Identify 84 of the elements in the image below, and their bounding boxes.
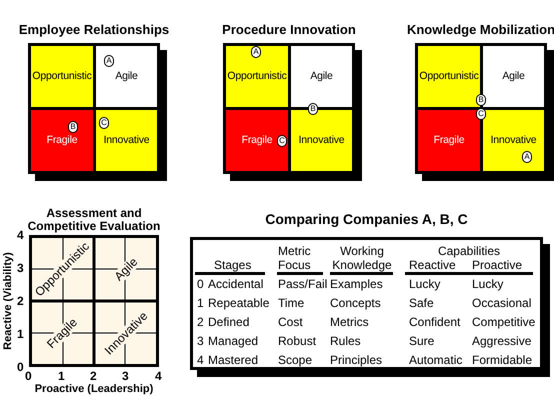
- label: 4: [197, 353, 204, 367]
- quadrant-label: Innovative: [104, 132, 150, 148]
- quadrant-label: Fragile: [46, 132, 78, 148]
- label: Lucky: [409, 277, 440, 291]
- label: Reactive: [409, 258, 457, 272]
- label: 3: [122, 369, 129, 383]
- label: Pass/Fail: [278, 277, 328, 291]
- label: Accidental: [208, 277, 264, 291]
- label: Rules: [330, 334, 361, 348]
- label: 0: [17, 360, 24, 374]
- label: Competitive: [472, 315, 536, 329]
- label: Sure: [409, 334, 434, 348]
- label: Scope: [278, 353, 312, 367]
- label: Repeatable: [208, 296, 270, 310]
- label: 1: [17, 327, 24, 341]
- chart-title: Assessment and Competitive Evaluation: [26, 207, 162, 233]
- quadrant-cell: [483, 110, 544, 171]
- label: Aggressive: [472, 334, 532, 348]
- label: Safe: [409, 296, 434, 310]
- quadrant-label: Opportunistic: [227, 68, 287, 84]
- label: 2: [197, 315, 204, 329]
- label: 2: [90, 369, 97, 383]
- label: Metric Focus: [278, 244, 312, 272]
- label: 3: [17, 261, 24, 275]
- label: Robust: [278, 334, 316, 348]
- label: Time: [278, 296, 304, 310]
- label: Automatic: [409, 353, 462, 367]
- label: Metrics: [330, 315, 369, 329]
- table-title: Comparing Companies A, B, C: [264, 211, 469, 228]
- quadrant-cell: [291, 110, 352, 171]
- company-marker: A: [104, 55, 114, 67]
- label: Formidable: [472, 353, 532, 367]
- quadrant-label: Opportunistic: [419, 68, 479, 84]
- quadrant-cell: [418, 110, 480, 171]
- label: Working Knowledge: [331, 244, 393, 272]
- label: 2: [17, 294, 24, 308]
- quadrant-cell: [31, 46, 93, 107]
- label: Defined: [208, 315, 250, 329]
- quadrant-cell: [96, 110, 157, 171]
- label: Mastered: [208, 353, 258, 367]
- quadrant-cell: [483, 46, 544, 107]
- label: Managed: [208, 334, 258, 348]
- quadrant-label: Opportunistic: [32, 68, 92, 84]
- label: Proactive: [472, 258, 524, 272]
- quadrant-label: Agile: [502, 68, 525, 84]
- label: 1: [58, 369, 65, 383]
- label: Principles: [330, 353, 382, 367]
- label: 1: [197, 296, 204, 310]
- company-marker: B: [68, 121, 78, 133]
- quadrant-label: Agile: [310, 68, 333, 84]
- label: Cost: [278, 315, 303, 329]
- label: Concepts: [330, 296, 381, 310]
- quadrant-label: Innovative: [490, 132, 536, 148]
- label: Confident: [409, 315, 460, 329]
- label: Lucky: [472, 277, 504, 291]
- label: 0: [25, 369, 32, 383]
- quadrant-cell: [226, 46, 288, 107]
- matrix-title: Procedure Innovation: [221, 22, 357, 38]
- quadrant-cell: [418, 46, 480, 107]
- label: Occasional: [472, 296, 532, 310]
- company-marker: A: [251, 46, 261, 58]
- company-marker: C: [99, 117, 109, 129]
- company-marker: C: [476, 108, 486, 120]
- label: Reactive (Viability): [1, 251, 15, 352]
- quadrant-cell: [31, 110, 93, 171]
- quadrant-cell: [96, 46, 157, 107]
- label: Capabilities: [436, 244, 502, 258]
- label: 4: [17, 228, 24, 242]
- label: Stages: [214, 258, 252, 272]
- company-marker: A: [522, 151, 532, 163]
- label: 3: [197, 334, 204, 348]
- label: Examples: [330, 277, 383, 291]
- matrix-title: Knowledge Mobilization: [406, 22, 554, 38]
- quadrant-label: Fragile: [242, 132, 272, 148]
- label: 4: [155, 369, 162, 383]
- quadrant-cell: [226, 110, 288, 171]
- quadrant-cell: [291, 46, 352, 107]
- label: 0: [197, 277, 204, 291]
- label: Proactive (Leadership): [34, 382, 154, 396]
- quadrant-label: Fragile: [434, 132, 464, 148]
- quadrant-label: Innovative: [298, 132, 344, 148]
- company-marker: C: [277, 135, 287, 147]
- quadrant-label: Agile: [115, 68, 138, 84]
- matrix-title: Employee Relationships: [18, 22, 170, 38]
